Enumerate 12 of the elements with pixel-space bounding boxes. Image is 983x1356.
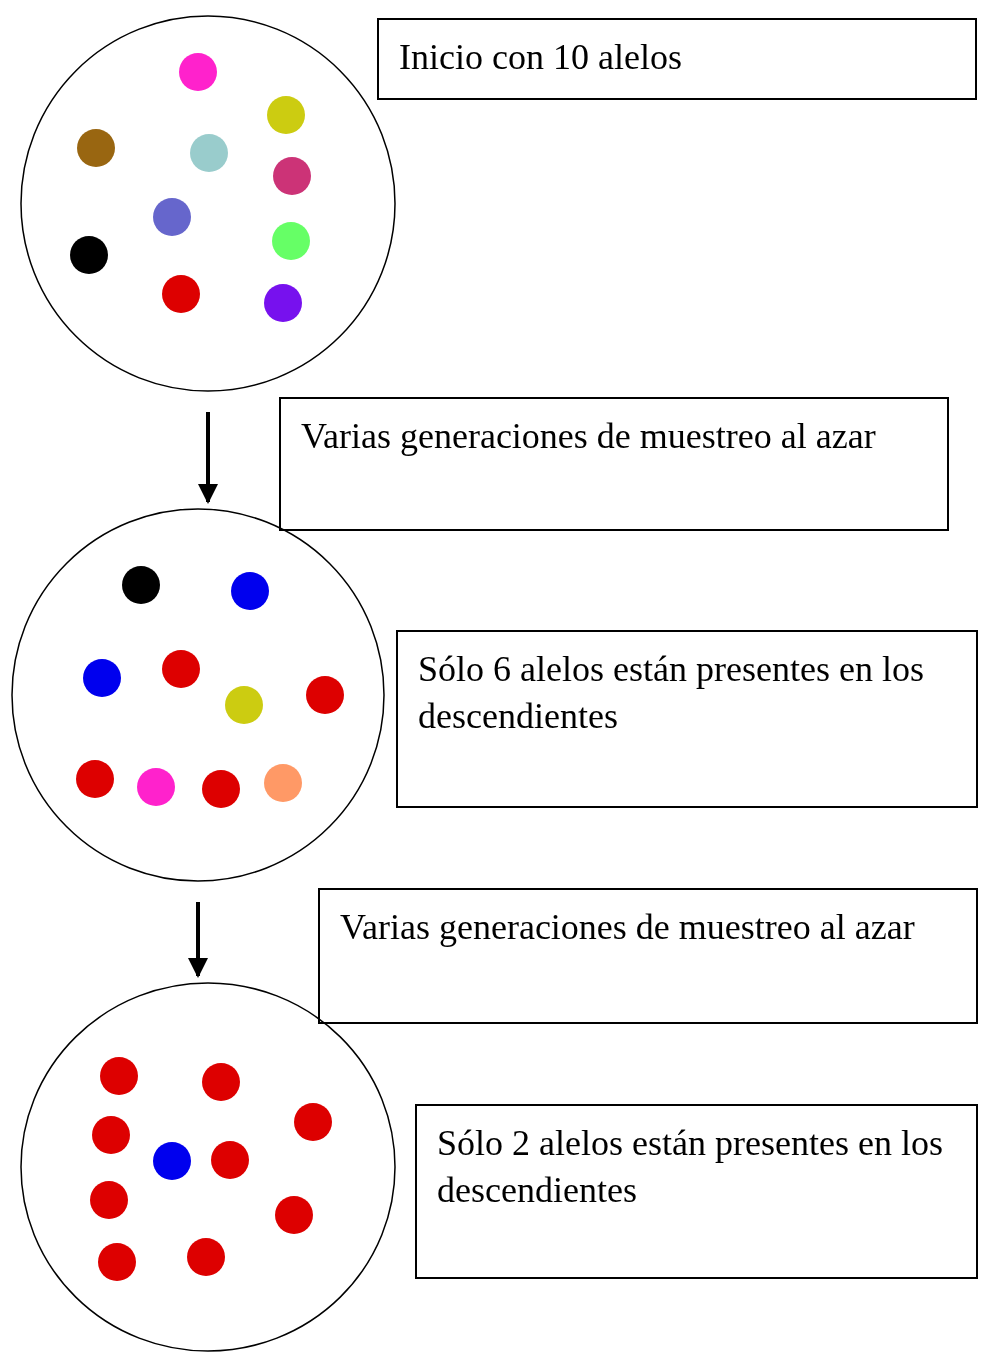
text-box [377,18,977,100]
arrow [198,412,218,504]
text-box [396,630,978,808]
text-box [415,1104,978,1279]
caption-text: Sólo 6 alelos están presentes en los descendientes [418,649,924,736]
text-box [279,397,949,531]
caption-text: Varias generaciones de muestreo al azar [340,907,915,947]
arrow [188,902,208,978]
caption-text: Varias generaciones de muestreo al azar [301,416,876,456]
text-box [318,888,978,1024]
caption-text: Sólo 2 alelos están presentes en los descendientes [437,1123,943,1210]
caption-text: Inicio con 10 alelos [399,37,682,77]
